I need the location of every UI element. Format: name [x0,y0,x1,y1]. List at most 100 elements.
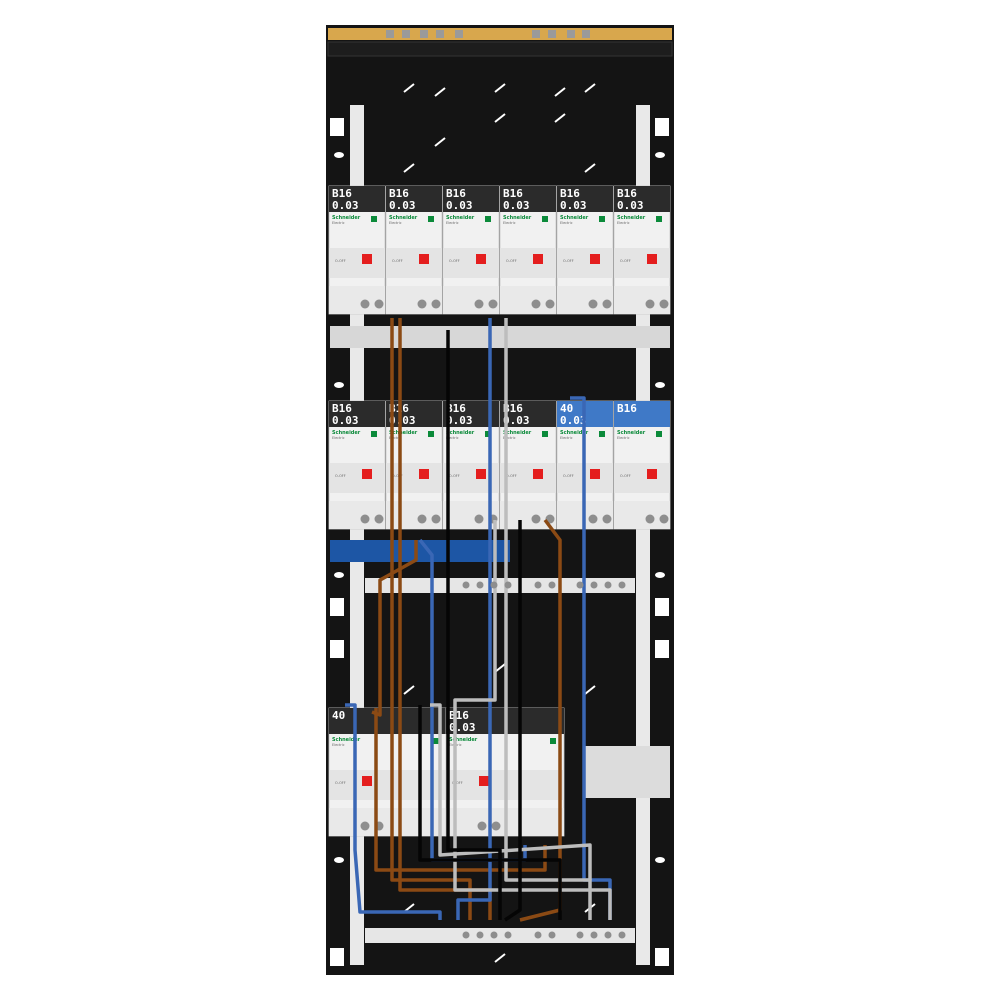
toggle-handle [476,254,486,264]
mount-hole [655,152,665,158]
rating-label: B16 [617,187,637,200]
brand-sub: Electric [389,436,402,440]
sensitivity-label: 0.03 [560,414,587,427]
rail-screw [455,30,463,38]
sensitivity-label: 0.03 [446,414,473,427]
toggle-handle [533,469,543,479]
frame-clip [655,118,669,136]
conductor-wire [430,703,592,880]
off-indicator: O-OFF [506,259,517,263]
breaker-row-1: B160.03SchneiderElectricO-OFFB160.03Schn… [328,185,671,315]
rating-label-bg [386,401,442,427]
strip-screw [576,581,584,589]
terminal-screw [374,299,384,309]
strip-screw [476,581,484,589]
toggle-handle [362,469,372,479]
brand-name: Schneider [389,430,418,436]
rating-label: B16 [503,187,523,200]
top-cover [327,41,673,57]
wiring [345,318,612,922]
sensitivity-label: 0.03 [617,199,644,212]
strip-screw [604,581,612,589]
terminal-screw [531,514,541,524]
brand-name: Schneider [503,215,532,221]
handle-zone [557,248,613,278]
eco-badge [485,431,491,437]
mount-hole [655,857,665,863]
conductor-wire [453,520,612,920]
brand-sub: Electric [560,221,573,225]
mount-slot [494,113,506,123]
conductor-wire [519,518,562,922]
brand-sub: Electric [617,436,630,440]
sensitivity-label: 0.03 [446,199,473,212]
rating-label-bg [614,401,670,427]
strip-screw [534,931,542,939]
terminal-block [500,286,556,314]
strip-screw [548,581,556,589]
brand-sub: Electric [389,221,402,225]
conductor-wire [345,703,442,920]
handle-zone [614,463,670,493]
rating-label-bg [386,186,442,212]
strip-screw [490,581,498,589]
frame-clip [330,118,344,136]
mount-slot [494,953,506,963]
eco-badge [599,431,605,437]
comb-busbar-2 [330,540,510,562]
sensitivity-label: 0.03 [560,199,587,212]
terminal-screw [360,821,370,831]
strip-screw [534,581,542,589]
off-indicator: O-OFF [392,259,403,263]
toggle-handle [647,254,657,264]
mount-slot [584,83,596,93]
mount-hole [334,382,344,388]
terminal-screw [645,299,655,309]
frame-clip [655,598,669,616]
off-indicator: O-OFF [449,259,460,263]
eco-badge [542,216,548,222]
mount-hole [334,572,344,578]
sensitivity-label: 0.03 [449,721,476,734]
brand-name: Schneider [389,215,418,221]
terminal-screw [488,299,498,309]
rail-screw [402,30,410,38]
brand-sub: Electric [332,436,345,440]
eco-badge [656,431,662,437]
terminal-block [614,286,670,314]
rating-label-bg [329,401,385,427]
handle-zone [329,248,385,278]
off-indicator: O-OFF [392,474,403,478]
toggle-handle [362,776,372,786]
terminal-block [329,286,385,314]
terminal-block [614,501,670,529]
rating-label-bg [500,186,556,212]
eco-badge [599,216,605,222]
brand-sub: Electric [503,436,516,440]
handle-zone [386,248,442,278]
toggle-handle [479,776,489,786]
terminal-strip-2 [365,928,635,943]
sensitivity-label: 0.03 [332,199,359,212]
strip-screw [590,581,598,589]
terminal-screw [417,299,427,309]
brand-sub: Electric [446,436,459,440]
eco-badge [542,431,548,437]
off-indicator: O-OFF [620,259,631,263]
rail-screw [436,30,444,38]
rating-label-bg [557,186,613,212]
mount-hole [655,382,665,388]
frame-clip [655,640,669,658]
mount-slot [434,137,446,147]
mount-hole [334,857,344,863]
eco-badge [371,216,377,222]
frame-clip [330,948,344,966]
terminal-screw [602,514,612,524]
strip-screw [604,931,612,939]
brand-name: Schneider [503,430,532,436]
brand-sub: Electric [332,743,345,747]
terminal-screw [431,514,441,524]
rating-label-bg [614,186,670,212]
rating-label-bg [329,708,447,734]
brand-name: Schneider [446,215,475,221]
